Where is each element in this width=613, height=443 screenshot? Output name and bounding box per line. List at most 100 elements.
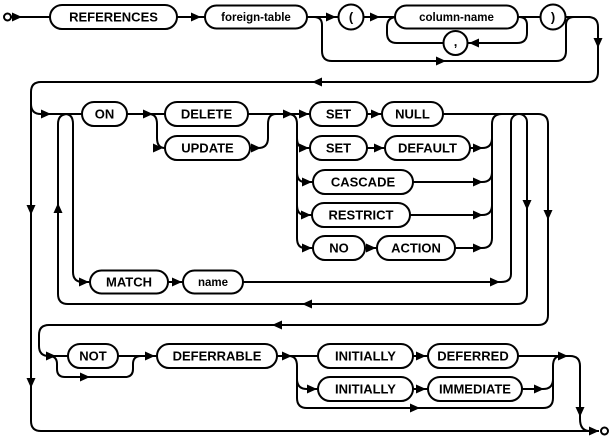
arrow [143,109,153,119]
arrow [473,143,483,153]
arrow [416,384,426,394]
loop-entry-line [30,103,82,115]
node-label: foreign-table [221,12,291,24]
node-action: ACTION [376,235,456,261]
arrow [326,12,336,22]
node-label: INITIALLY [335,382,396,397]
node-delete: DELETE [164,101,249,127]
arrow [251,143,261,153]
node-label: DEFERRED [437,349,509,364]
node-label: RESTRICT [329,208,394,223]
arrow [589,426,599,436]
update-branch-down [148,113,166,149]
node-label: ) [551,10,555,25]
node-label: IMMEDIATE [439,382,511,397]
skip-and-return-line [30,16,599,432]
arrow [26,205,36,215]
node-label: REFERENCES [69,10,158,25]
node-label: INITIALLY [335,349,396,364]
node-label: NULL [395,107,430,122]
comma-loop-down [467,16,528,44]
node-label: ACTION [391,241,441,256]
arrow [473,210,483,220]
initially-split [288,355,562,409]
node-close-paren: ) [539,3,567,31]
arrow [80,372,90,382]
node-references: REFERENCES [49,4,178,30]
node-label: DEFERRABLE [173,349,262,364]
arrow [41,109,51,119]
node-immediate: IMMEDIATE [427,376,523,402]
node-match: MATCH [89,269,169,295]
node-label: DEFAULT [398,141,457,156]
node-default: DEFAULT [384,135,471,161]
node-column-name: column-name [394,4,519,30]
node-label: ON [95,107,115,122]
arrow [191,12,201,22]
arrow [416,351,426,361]
node-null: NULL [381,101,444,127]
node-foreign-table: foreign-table [204,4,308,30]
node-label: DELETE [181,107,233,122]
start-bullet [3,12,12,22]
node-no: NO [312,235,366,261]
match-branch-down [64,113,90,283]
loop-back-line [57,113,528,305]
arrow [473,243,483,253]
arrow [302,243,312,253]
node-label: NO [329,241,349,256]
connector-lines [11,16,599,432]
node-not: NOT [67,343,119,369]
node-open-paren: ( [337,3,365,31]
arrow [410,403,420,413]
node-set-2: SET [309,135,368,161]
arrow [558,351,568,361]
arrow [302,299,312,309]
arrow [79,277,89,287]
node-on: ON [81,101,128,127]
arrow [172,277,182,287]
arrow [283,109,293,119]
node-label: MATCH [106,275,152,290]
node-label: ( [349,10,354,25]
node-label: name [198,277,228,289]
arrow [469,38,479,48]
arrow [436,56,446,66]
arrow [366,243,376,253]
not-bypass [48,355,142,378]
arrow [374,143,384,153]
node-label: column-name [419,12,494,24]
node-set-1: SET [309,101,368,127]
node-cascade: CASCADE [312,169,414,195]
arrow [522,200,532,210]
comma-loop-up [386,16,444,44]
arrow [272,320,282,330]
node-deferred: DEFERRED [427,343,519,369]
end-bullet [600,426,609,436]
arrow [473,177,483,187]
arrow [312,77,322,87]
node-initially-2: INITIALLY [317,376,414,402]
action-merge [410,113,503,249]
node-update: UPDATE [164,135,251,161]
node-label: SET [326,141,351,156]
arrow [543,210,553,220]
arrow [46,351,56,361]
node-deferrable: DEFERRABLE [156,343,278,369]
node-name: name [182,269,244,295]
arrow [282,351,292,361]
arrow [593,38,603,48]
arrow [370,12,380,22]
node-label: UPDATE [181,141,234,156]
update-merge-up [250,113,277,149]
loop-exit-line [38,113,549,357]
node-label: , [454,34,458,49]
node-label: NOT [79,349,107,364]
arrowheads [12,12,603,436]
node-initially-1: INITIALLY [317,343,414,369]
arrow [302,177,312,187]
name-out-line [243,273,512,283]
arrow [534,384,544,394]
deferred-out-line [518,355,591,432]
